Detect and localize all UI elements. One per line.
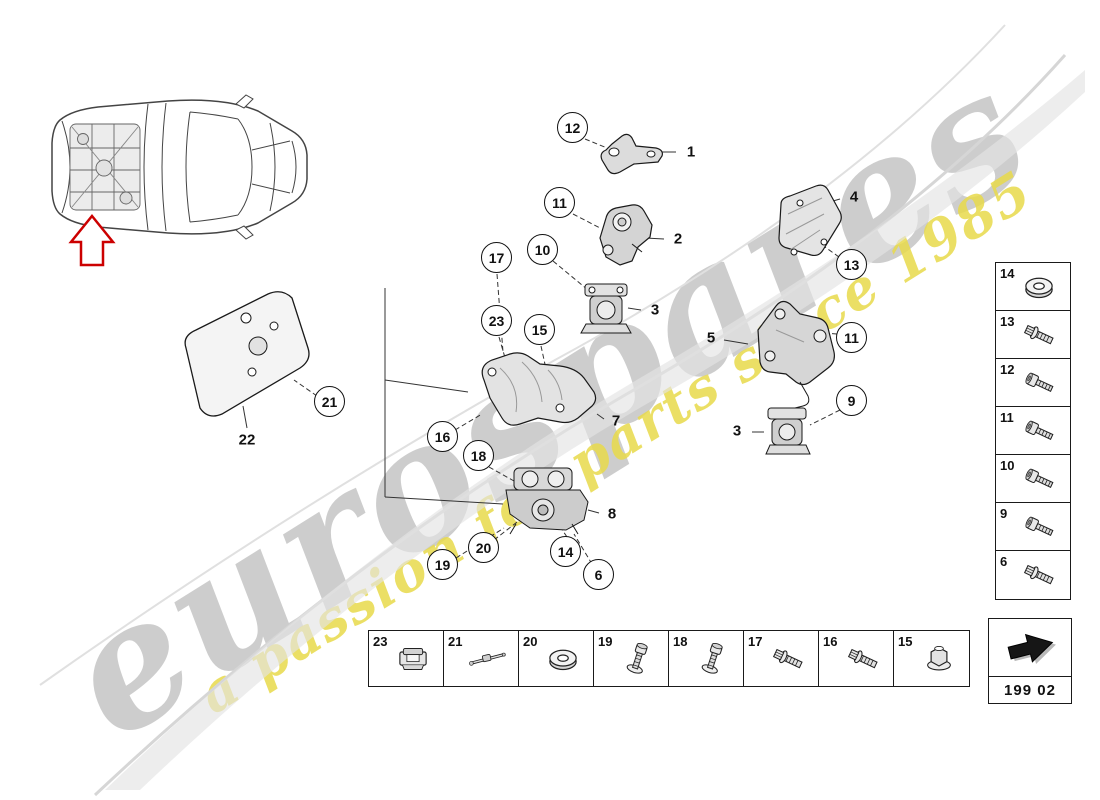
fastener-legend-number: 20 <box>523 634 538 649</box>
fastener-legend-number: 18 <box>673 634 688 649</box>
part-number-label-2: 2 <box>673 230 683 248</box>
callout-balloon-20[interactable]: 20 <box>468 532 499 563</box>
callout-balloon-10[interactable]: 10 <box>527 234 558 265</box>
callout-balloon-12[interactable]: 12 <box>557 112 588 143</box>
callout-balloon-15[interactable]: 15 <box>524 314 555 345</box>
part-number-label-3: 3 <box>732 422 742 440</box>
part-7-heat-shield <box>481 352 597 426</box>
part-8-gearbox-mount <box>505 467 589 535</box>
part-number-label-1: 1 <box>686 143 696 161</box>
fastener-legend-number: 15 <box>898 634 913 649</box>
callout-balloon-18[interactable]: 18 <box>463 440 494 471</box>
part-number-label-22: 22 <box>238 431 256 449</box>
fastener-legend-cell-16[interactable]: 16 <box>819 631 894 686</box>
fastener-legend-number: 16 <box>823 634 838 649</box>
fastener-legend-cell-9[interactable]: 9 <box>996 503 1070 551</box>
socket-head-bolt-icon <box>1018 362 1060 404</box>
part-number-label-4: 4 <box>849 188 859 206</box>
part-number-label-8: 8 <box>607 505 617 523</box>
socket-head-bolt-icon <box>1018 506 1060 548</box>
group-leader-lines <box>242 151 841 514</box>
engine-location-arrow <box>68 214 116 267</box>
callout-balloon-9[interactable]: 9 <box>836 385 867 416</box>
fastener-legend-cell-15[interactable]: 15 <box>894 631 969 686</box>
part-5-bracket <box>757 300 835 410</box>
hex-bolt-icon <box>842 638 884 680</box>
callout-balloon-21[interactable]: 21 <box>314 386 345 417</box>
fastener-legend-number: 6 <box>1000 554 1008 569</box>
callout-balloon-23[interactable]: 23 <box>481 305 512 336</box>
fastener-legend-number: 21 <box>448 634 463 649</box>
part-number-label-3: 3 <box>650 301 660 319</box>
callout-balloon-19[interactable]: 19 <box>427 549 458 580</box>
part-number-label-5: 5 <box>706 329 716 347</box>
hex-flange-bolt-icon <box>767 638 809 680</box>
callout-balloon-17[interactable]: 17 <box>481 242 512 273</box>
fastener-legend-number: 13 <box>1000 314 1015 329</box>
socket-head-bolt-icon <box>1018 410 1060 452</box>
part-22-cover-plate <box>184 291 310 417</box>
direction-arrow-cell <box>989 619 1071 677</box>
fastener-legend-cell-23[interactable]: 23 <box>369 631 444 686</box>
part-number-label-7: 7 <box>611 412 621 430</box>
washer-icon <box>542 638 584 680</box>
fastener-legend-cell-10[interactable]: 10 <box>996 455 1070 503</box>
fastener-legend-cell-19[interactable]: 19 <box>594 631 669 686</box>
bolt-washer-icon <box>617 638 659 680</box>
part-3-engine-mount-2 <box>765 407 811 455</box>
part-3-engine-mount <box>580 283 632 334</box>
callout-balloon-11[interactable]: 11 <box>544 187 575 218</box>
flange-nut-icon <box>918 638 960 680</box>
car-top-view <box>51 94 308 240</box>
fastener-legend-number: 11 <box>1000 410 1014 425</box>
part-2-bracket <box>599 204 653 266</box>
fastener-legend-number: 10 <box>1000 458 1015 473</box>
hex-flange-bolt-icon <box>1018 554 1060 596</box>
threaded-rod-icon <box>467 638 509 680</box>
fastener-legend-number: 12 <box>1000 362 1015 377</box>
direction-arrow-icon <box>1007 633 1056 664</box>
part-1-bracket <box>600 133 663 175</box>
retainer-clip-icon <box>392 638 434 680</box>
bolt-washer-icon <box>692 638 734 680</box>
fastener-legend-cell-18[interactable]: 18 <box>669 631 744 686</box>
fastener-legend-cell-20[interactable]: 20 <box>519 631 594 686</box>
socket-head-bolt-icon <box>1018 458 1060 500</box>
fastener-legend-number: 9 <box>1000 506 1008 521</box>
fastener-legend-cell-12[interactable]: 12 <box>996 359 1070 407</box>
callout-balloon-11[interactable]: 11 <box>836 322 867 353</box>
callout-balloon-13[interactable]: 13 <box>836 249 867 280</box>
right-legend: 14 13 12 11 10 9 6 <box>995 262 1071 600</box>
fastener-legend-cell-21[interactable]: 21 <box>444 631 519 686</box>
fastener-legend-number: 17 <box>748 634 763 649</box>
fastener-legend-number: 14 <box>1000 266 1015 281</box>
bottom-legend: 23 21 20 19 18 17 16 15 <box>368 630 970 687</box>
callout-balloon-16[interactable]: 16 <box>427 421 458 452</box>
fastener-legend-number: 23 <box>373 634 388 649</box>
fastener-legend-cell-17[interactable]: 17 <box>744 631 819 686</box>
fastener-legend-cell-6[interactable]: 6 <box>996 551 1070 599</box>
part-code: 199 02 <box>1004 681 1056 699</box>
fastener-legend-cell-14[interactable]: 14 <box>996 263 1070 311</box>
fastener-legend-number: 19 <box>598 634 613 649</box>
fastener-legend-cell-11[interactable]: 11 <box>996 407 1070 455</box>
callout-balloon-14[interactable]: 14 <box>550 536 581 567</box>
hex-flange-bolt-icon <box>1018 314 1060 356</box>
washer-icon <box>1018 266 1060 308</box>
callout-balloon-6[interactable]: 6 <box>583 559 614 590</box>
fastener-legend-cell-13[interactable]: 13 <box>996 311 1070 359</box>
part-4-heat-shield <box>778 184 842 257</box>
part-code-box: 199 02 <box>988 618 1072 704</box>
